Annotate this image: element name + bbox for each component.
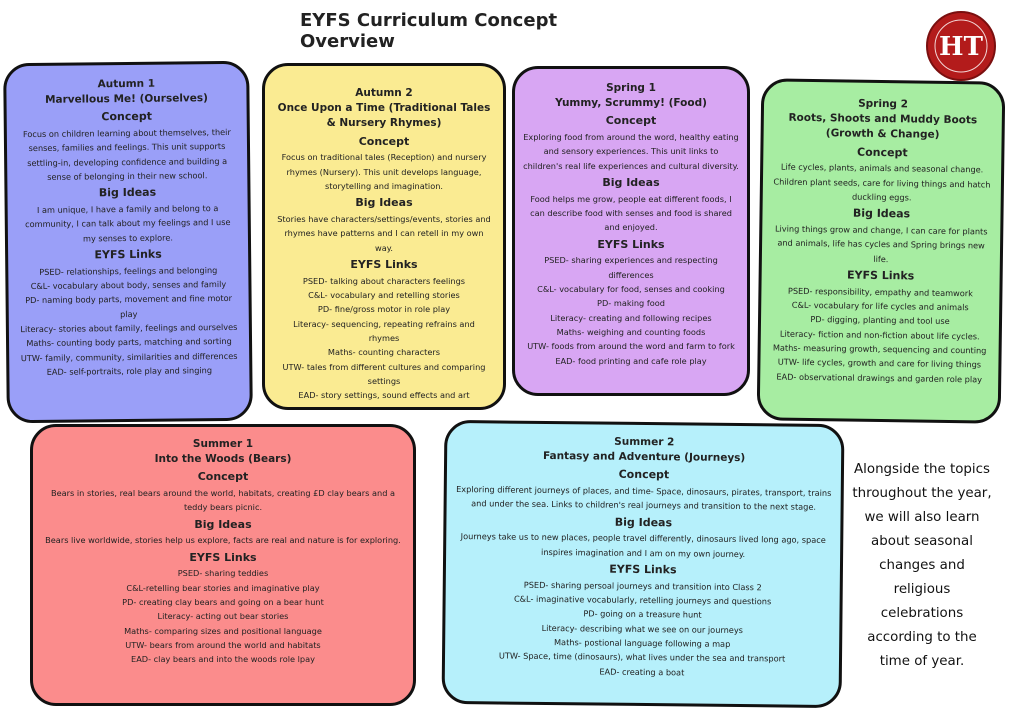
eyfs-link-item: EAD- story settings, sound effects and a… [298,390,470,401]
concept-text: Focus on children learning about themsel… [22,126,231,182]
logo-text: HT [939,32,984,62]
card-autumn-1: Autumn 1 Marvellous Me! (Ourselves) Conc… [3,60,253,424]
card-topic: Once Upon a Time (Traditional Tales & Nu… [277,102,491,130]
eyfs-link-item: PD- naming body parts, movement and fine… [25,293,233,319]
eyfs-link-item: C&L-retelling bear stories and imaginati… [126,582,320,593]
card-spring-2: Spring 2 Roots, Shoots and Muddy Boots (… [756,78,1006,424]
big-ideas-text: Journeys take us to new places, people t… [460,531,826,559]
card-term: Autumn 2 [355,87,413,99]
eyfs-links-heading: EYFS Links [597,237,665,251]
card-summer-1: Summer 1 Into the Woods (Bears) Concept … [30,424,416,706]
eyfs-link-item: PD- making food [597,298,665,309]
big-ideas-text: Bears live worldwide, stories help us ex… [45,535,401,546]
eyfs-link-item: EAD- observational drawings and garden r… [776,371,983,384]
concept-text: Life cycles, plants, animals and seasona… [773,161,991,203]
eyfs-link-item: C&L- vocabulary and retelling stories [308,289,460,300]
big-ideas-heading: Big Ideas [355,196,413,210]
eyfs-link-item: UTW- bears from around the world and hab… [125,639,321,650]
concept-heading: Concept [358,134,410,148]
eyfs-links-list: PSED- sharing persoal journeys and trans… [453,577,832,681]
concept-text: Exploring food from around the word, hea… [523,132,739,171]
eyfs-links-list: PSED- sharing teddies C&L-retelling bear… [43,566,403,666]
big-ideas-heading: Big Ideas [98,186,157,200]
eyfs-link-item: PSED- talking about characters feelings [302,275,466,286]
concept-heading: Concept [605,114,657,128]
card-topic: Roots, Shoots and Muddy Boots (Growth & … [788,111,978,142]
card-summer-2: Summer 2 Fantasy and Adventure (Journeys… [441,419,845,709]
eyfs-links-heading: EYFS Links [189,550,257,564]
seasonal-note: Alongside the topics throughout the year… [852,462,992,669]
eyfs-link-item: EAD- self-portraits, role play and singi… [46,365,213,377]
card-term: Spring 1 [606,82,656,94]
big-ideas-text: Food helps me grow, people eat different… [530,193,732,233]
eyfs-link-item: EAD- food printing and cafe role play [555,355,707,366]
big-ideas-text: Stories have characters/settings/events,… [277,213,491,253]
page-title: EYFS Curriculum Concept Overview [300,10,558,52]
eyfs-links-list: PSED- responsibility, empathy and teamwo… [768,283,991,386]
school-logo: HT [926,11,996,81]
eyfs-link-item: Literacy- creating and following recipes [550,312,712,323]
eyfs-link-item: Maths- counting characters [327,347,441,358]
concept-text: Focus on traditional tales (Reception) a… [281,152,487,191]
card-topic: Marvellous Me! (Ourselves) [45,92,208,107]
eyfs-links-list: PSED- sharing experiences and respecting… [523,253,739,368]
eyfs-link-item: Maths- comparing sizes and positional la… [124,625,322,636]
eyfs-link-item: Maths- weighing and counting foods [556,327,706,337]
concept-heading: Concept [101,110,153,124]
eyfs-link-item: Literacy- acting out bear stories [157,611,289,622]
eyfs-link-item: EAD- clay bears and into the woods role … [131,654,315,665]
eyfs-links-list: PSED- talking about characters feelings … [277,274,491,403]
concept-heading: Concept [197,470,249,484]
eyfs-links-list: PSED- relationships, feelings and belong… [18,262,239,379]
eyfs-links-heading: EYFS Links [350,257,418,271]
eyfs-link-item: UTW- tales from different cultures and c… [282,361,486,386]
card-spring-1: Spring 1 Yummy, Scrummy! (Food) Concept … [512,66,750,396]
eyfs-link-item: PD- fine/gross motor in role play [317,304,451,315]
concept-text: Exploring different journeys of places, … [456,484,832,513]
eyfs-link-item: Literacy- sequencing, repeating refrains… [293,318,475,343]
card-topic: Into the Woods (Bears) [154,453,292,466]
card-autumn-2: Autumn 2 Once Upon a Time (Traditional T… [262,63,506,410]
big-ideas-text: Living things grow and change, I can car… [774,223,988,264]
eyfs-link-item: UTW- foods from around the word and farm… [527,341,735,352]
card-term: Summer 1 [192,438,254,450]
big-ideas-heading: Big Ideas [194,517,252,531]
concept-text: Bears in stories, real bears around the … [50,488,396,513]
eyfs-link-item: PSED- sharing teddies [177,568,269,579]
big-ideas-text: I am unique, I have a family and belong … [25,203,231,244]
big-ideas-heading: Big Ideas [602,176,660,190]
card-topic: Yummy, Scrummy! (Food) [555,97,707,110]
eyfs-link-item: PSED- sharing experiences and respecting… [544,255,718,280]
eyfs-link-item: PD- creating clay bears and going on a b… [122,596,324,607]
eyfs-link-item: C&L- vocabulary for food, senses and coo… [537,283,725,294]
eyfs-links-heading: EYFS Links [94,247,162,262]
